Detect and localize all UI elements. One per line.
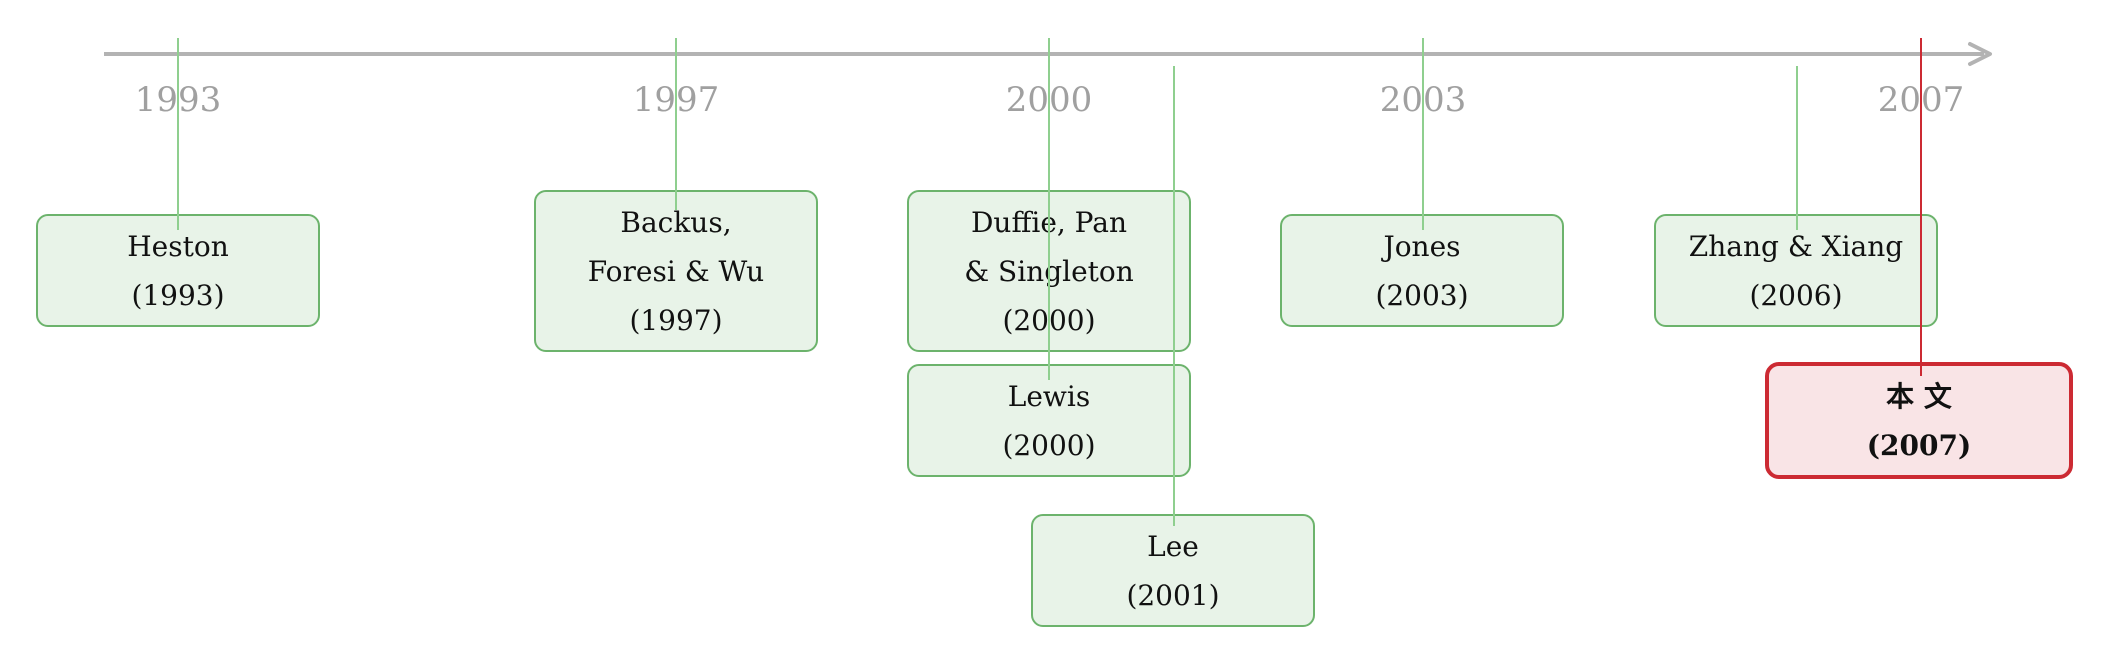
- work-title: Backus,: [620, 205, 732, 239]
- this-work-year: (2007): [1866, 428, 1972, 462]
- work-box-backus: Backus, Foresi & Wu (1997): [534, 190, 818, 352]
- work-title: & Singleton: [964, 254, 1134, 288]
- work-title: Lee: [1147, 529, 1199, 563]
- year-label-1997: 1997: [632, 80, 720, 120]
- work-box-lewis: Lewis (2000): [907, 364, 1191, 477]
- work-title: Foresi & Wu: [587, 254, 765, 288]
- work-box-zhang: Zhang & Xiang (2006): [1654, 214, 1938, 327]
- work-title: Lewis: [1007, 379, 1091, 413]
- year-label-2007: 2007: [1877, 80, 1965, 120]
- work-box-lee: Lee (2001): [1031, 514, 1315, 627]
- this-work-box: 本 文 (2007): [1765, 362, 2073, 479]
- work-year: (2000): [1002, 303, 1096, 337]
- this-work-title: 本 文: [1886, 379, 1952, 413]
- work-title: Duffie, Pan: [970, 205, 1127, 239]
- work-title: Jones: [1383, 229, 1461, 263]
- work-title: Heston: [127, 229, 229, 263]
- year-label-1993: 1993: [134, 80, 222, 120]
- work-box-duffie: Duffie, Pan & Singleton (2000): [907, 190, 1191, 352]
- work-year: (1993): [131, 278, 225, 312]
- timeline-arrowhead: [1968, 42, 1992, 66]
- work-year: (2006): [1749, 278, 1843, 312]
- work-title: Zhang & Xiang: [1688, 229, 1904, 263]
- year-label-2000: 2000: [1005, 80, 1093, 120]
- work-year: (2003): [1375, 278, 1469, 312]
- year-label-2003: 2003: [1379, 80, 1467, 120]
- work-box-jones: Jones (2003): [1280, 214, 1564, 327]
- work-year: (2001): [1126, 578, 1220, 612]
- work-box-heston: Heston (1993): [36, 214, 320, 327]
- work-year: (1997): [629, 303, 723, 337]
- work-year: (2000): [1002, 428, 1096, 462]
